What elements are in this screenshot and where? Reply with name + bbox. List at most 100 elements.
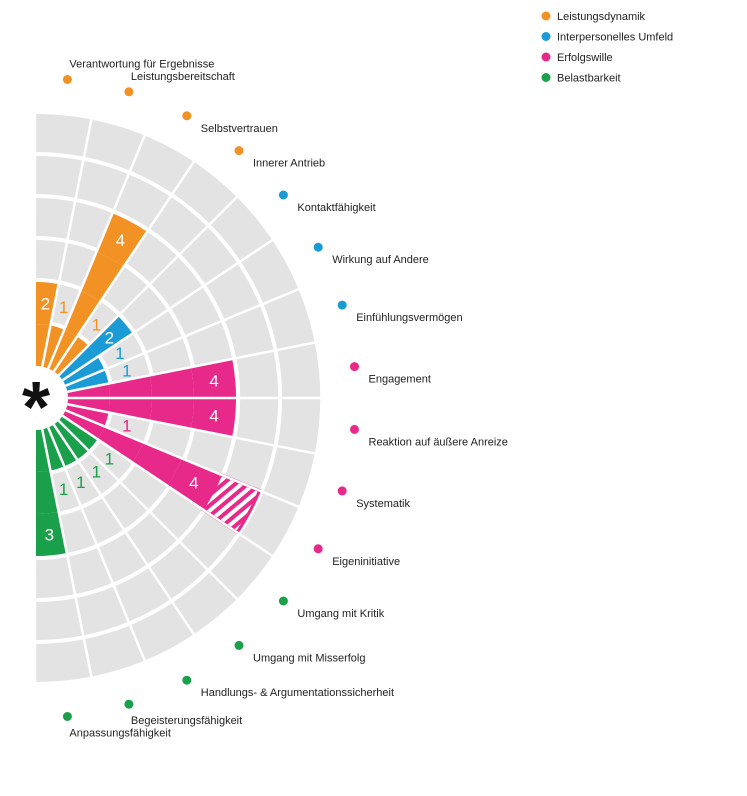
value-label-6: 1 bbox=[115, 344, 124, 363]
bar-segment-2-1 bbox=[42, 325, 65, 369]
bar-segment-9-4 bbox=[190, 398, 236, 438]
legend-label-1: Leistungsdynamik bbox=[557, 11, 646, 23]
value-label-3: 4 bbox=[116, 231, 125, 250]
category-dot-11 bbox=[313, 544, 323, 554]
legend-swatch-3 bbox=[541, 52, 551, 62]
category-dot-13 bbox=[234, 640, 244, 650]
bar-segment-16-1 bbox=[36, 429, 51, 472]
value-label-2: 1 bbox=[59, 298, 68, 317]
bar-segment-11-3 bbox=[132, 442, 182, 486]
sector-divider-9 bbox=[67, 403, 317, 456]
bar-segment-9-2 bbox=[108, 398, 152, 421]
bar-segment-11-2 bbox=[97, 426, 144, 463]
value-label-13: 1 bbox=[92, 462, 101, 481]
sector-dividers bbox=[41, 117, 322, 679]
bar-segment-1-2 bbox=[36, 282, 59, 326]
category-dot-12 bbox=[278, 596, 288, 606]
category-label-2: Leistungsbereitschaft bbox=[131, 71, 235, 83]
category-label-13: Umgang mit Misserfolg bbox=[253, 652, 365, 664]
sector-divider-2 bbox=[47, 133, 147, 369]
sector-divider-7 bbox=[67, 340, 317, 393]
bar-segment-11-4 bbox=[167, 458, 221, 510]
category-dot-4 bbox=[234, 146, 244, 156]
category-label-6: Wirkung auf Andere bbox=[332, 254, 429, 266]
category-dot-7 bbox=[337, 300, 347, 310]
category-dot-5 bbox=[278, 190, 288, 200]
bar-segment-16-2 bbox=[36, 470, 59, 514]
category-dot-8 bbox=[350, 362, 359, 372]
sector-divider-6 bbox=[65, 287, 301, 387]
bar-segment-8-2 bbox=[108, 375, 152, 398]
bar-segment-6-1 bbox=[62, 356, 105, 386]
bar-segment-3-2 bbox=[64, 290, 101, 337]
sector-divider-4 bbox=[57, 194, 240, 377]
bar-segment-10-1 bbox=[65, 404, 109, 427]
value-label-5: 2 bbox=[105, 329, 114, 348]
bar-segment-9-1 bbox=[67, 398, 110, 413]
sector-divider-1 bbox=[41, 117, 94, 367]
category-label-5: Kontaktfähigkeit bbox=[297, 202, 375, 214]
value-label-9: 4 bbox=[209, 407, 218, 426]
value-label-1: 2 bbox=[41, 295, 50, 314]
category-label-4: Innerer Antrieb bbox=[253, 158, 325, 170]
bar-segment-7-1 bbox=[65, 369, 109, 392]
sector-divider-12 bbox=[57, 419, 240, 602]
bar-segment-15-1 bbox=[42, 427, 65, 471]
value-label-15: 1 bbox=[59, 480, 68, 499]
category-dot-6 bbox=[313, 242, 323, 252]
legend-label-4: Belastbarkeit bbox=[557, 73, 621, 85]
category-label-11: Eigeninitiative bbox=[332, 556, 400, 568]
category-label-9: Reaktion auf äußere Anreize bbox=[369, 436, 508, 448]
bar-segment-11-1 bbox=[62, 410, 105, 440]
category-dot-14 bbox=[182, 675, 192, 685]
legend-swatch-2 bbox=[541, 32, 551, 41]
bar-segment-3-1 bbox=[48, 329, 78, 372]
value-label-4: 1 bbox=[92, 316, 101, 335]
category-label-8: Engagement bbox=[369, 374, 431, 386]
bar-segment-5-1 bbox=[58, 345, 98, 381]
category-dot-9 bbox=[350, 424, 359, 434]
legend-swatch-4 bbox=[541, 73, 551, 82]
center-asterisk: * bbox=[22, 368, 50, 448]
category-label-10: Systematik bbox=[356, 498, 410, 510]
bar-segment-3-3 bbox=[80, 252, 124, 302]
bar-segment-12-1 bbox=[58, 415, 98, 451]
data-bars bbox=[36, 213, 262, 556]
category-dot-10 bbox=[337, 486, 347, 496]
category-dot-3 bbox=[182, 111, 192, 121]
category-dot-16 bbox=[62, 712, 72, 721]
sector-divider-13 bbox=[52, 423, 196, 637]
bar-segment-3-4 bbox=[96, 213, 148, 267]
sector-divider-3 bbox=[52, 159, 196, 373]
bar-segment-9-3 bbox=[149, 398, 194, 429]
category-label-7: Einfühlungsvermögen bbox=[356, 312, 462, 324]
bar-segment-5-2 bbox=[88, 315, 133, 357]
category-label-16: Anpassungsfähigkeit bbox=[69, 728, 171, 740]
category-dot-15 bbox=[124, 699, 134, 709]
sector-divider-10 bbox=[65, 409, 301, 509]
legend-label-3: Erfolgswille bbox=[557, 52, 613, 64]
bar-segment-1-1 bbox=[36, 324, 51, 367]
bar-segment-13-1 bbox=[53, 420, 89, 460]
sector-divider-14 bbox=[47, 427, 147, 663]
value-label-14: 1 bbox=[76, 473, 85, 492]
legend-swatch-1 bbox=[541, 11, 551, 21]
legend-label-2: Interpersonelles Umfeld bbox=[557, 32, 673, 44]
value-label-12: 1 bbox=[105, 449, 114, 468]
sector-divider-15 bbox=[41, 429, 94, 679]
category-dot-2 bbox=[124, 87, 134, 97]
category-label-1: Verantwortung für Ergebnisse bbox=[69, 59, 214, 71]
category-label-3: Selbstvertrauen bbox=[201, 123, 278, 135]
bar-segment-14-1 bbox=[48, 424, 78, 467]
bar-segment-8-1 bbox=[67, 383, 110, 398]
category-dot-1 bbox=[62, 75, 72, 84]
category-label-15: Begeisterungsfähigkeit bbox=[131, 715, 242, 727]
category-label-14: Handlungs- & Argumentationssicherheit bbox=[201, 687, 394, 699]
bar-segment-8-4 bbox=[190, 358, 236, 398]
sector-divider-5 bbox=[61, 238, 275, 382]
sector-divider-11 bbox=[61, 414, 275, 558]
category-label-12: Umgang mit Kritik bbox=[297, 608, 384, 620]
